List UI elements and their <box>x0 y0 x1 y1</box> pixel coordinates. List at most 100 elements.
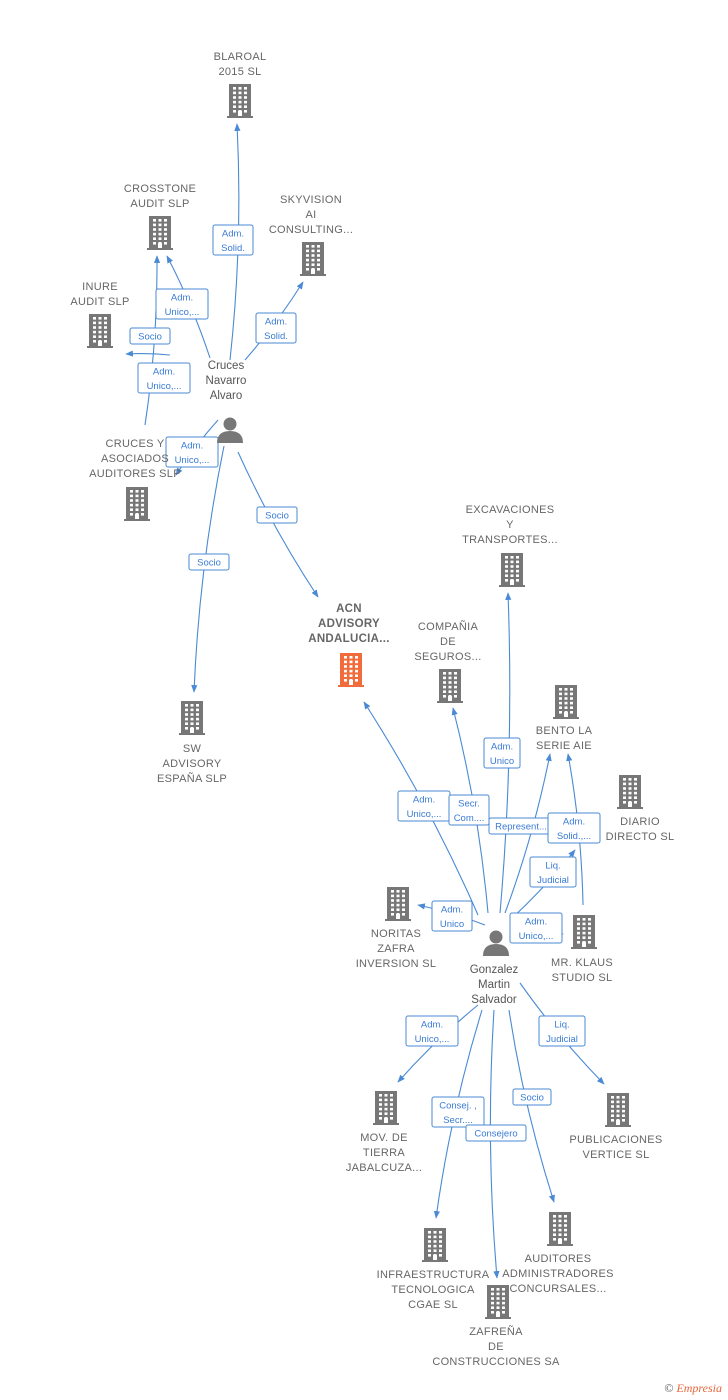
node-label-line: CGAE SL <box>408 1299 458 1311</box>
edge-label-text: Solid.,... <box>557 831 591 842</box>
node-label-line: INURE <box>82 281 118 293</box>
company-node-excavaciones[interactable]: EXCAVACIONESYTRANSPORTES... <box>462 504 558 587</box>
edge-label-text: Liq. <box>545 860 560 871</box>
building-icon <box>553 685 579 719</box>
edge-label-text: Unico,... <box>519 931 554 942</box>
edge-label-diario[interactable]: Adm. Solid.,... <box>547 812 601 844</box>
building-icon <box>87 314 113 348</box>
edge-label-mrklaus-liq[interactable]: Liq.Judicial <box>529 856 577 888</box>
edge-label-sw-socio[interactable]: Socio <box>188 553 230 571</box>
edge-label-zafrena[interactable]: Consejero <box>465 1124 527 1142</box>
node-label-line: Cruces <box>208 360 245 372</box>
edge-label-skyvision[interactable]: Adm. Solid. <box>255 312 297 344</box>
edge-label-text: Adm. <box>421 1019 443 1030</box>
footer-brand: © Empresia <box>664 1381 722 1396</box>
edge-label-text: Liq. <box>554 1019 569 1030</box>
edge-label-box <box>255 312 297 344</box>
edge-label-mrklaus-adm[interactable]: Adm.Unico,... <box>509 912 563 944</box>
node-label-line: ACN <box>336 603 362 615</box>
edge-label-text: Unico <box>440 919 464 930</box>
edge-label-acn-g[interactable]: Adm.Unico,... <box>397 790 451 822</box>
edge-label-blaroal[interactable]: Adm. Solid. <box>212 224 254 256</box>
node-label-line: Y <box>506 519 514 531</box>
edge-label-compania[interactable]: Secr.Com.... <box>448 794 490 826</box>
edge-label-acn-socio[interactable]: Socio <box>256 506 298 524</box>
edge-label-text: Adm. <box>153 366 175 377</box>
edge-label-crosstone-a[interactable]: Adm.Unico,... <box>155 288 209 320</box>
edge-label-text: Socio <box>197 558 221 569</box>
edge-label-box <box>547 812 601 844</box>
company-node-mov-tierra[interactable]: MOV. DETIERRAJABALCUZA... <box>346 1091 422 1174</box>
edge-label-text: Adm. <box>563 816 585 827</box>
building-icon <box>385 887 411 921</box>
node-label-line: STUDIO SL <box>552 972 613 984</box>
building-icon <box>300 242 326 276</box>
edge-label-text: Socio <box>265 511 289 522</box>
edge-label-text: Adm. <box>265 316 287 327</box>
node-label-line: INFRAESTRUCTURA <box>377 1269 490 1281</box>
edge-label-excavaciones[interactable]: Adm.Unico <box>483 737 521 769</box>
node-label-line: TECNOLOGICA <box>391 1284 475 1296</box>
node-label-line: AUDIT SLP <box>70 296 129 308</box>
edge-inure-socio <box>125 350 171 357</box>
building-icon <box>437 669 463 703</box>
edge-label-publicaciones[interactable]: Liq. Judicial <box>538 1015 586 1047</box>
node-label-line: ZAFREÑA <box>469 1325 523 1338</box>
node-label-line: MOV. DE <box>360 1132 408 1144</box>
edge-label-mov-tierra[interactable]: Adm. Unico,... <box>405 1015 459 1047</box>
edge-label-noritas[interactable]: Adm. Unico <box>431 900 473 932</box>
edge-label-text: Unico,... <box>175 455 210 466</box>
edge-label-text: Adm. <box>413 794 435 805</box>
edge-label-text: Judicial <box>546 1034 578 1045</box>
node-label-line: AUDITORES SLP <box>89 468 181 480</box>
edge-label-crosstone-b[interactable]: Adm. Unico,... <box>137 362 191 394</box>
company-node-acn[interactable]: ACNADVISORYANDALUCIA... <box>308 603 390 687</box>
node-label-line: 2015 SL <box>218 66 261 78</box>
edge-label-bento[interactable]: Represent... <box>488 817 554 835</box>
brand-logo-text: Empresia <box>676 1381 722 1395</box>
edge-label-box <box>509 912 563 944</box>
edge-label-box <box>256 506 298 524</box>
edge-label-text: Unico,... <box>147 381 182 392</box>
edge-label-cruces-asoc[interactable]: Adm.Unico,... <box>165 436 219 468</box>
node-label-line: CRUCES Y <box>105 438 164 450</box>
company-node-skyvision[interactable]: SKYVISIONAICONSULTING... <box>269 194 353 276</box>
edge-label-text: Unico,... <box>415 1034 450 1045</box>
company-node-auditores-adm[interactable]: AUDITORESADMINISTRADORESCONCURSALES... <box>502 1212 613 1295</box>
edge-label-box <box>188 553 230 571</box>
edge-label-auditores-adm[interactable]: Socio <box>512 1088 552 1106</box>
edge-label-text: Adm. <box>441 904 463 915</box>
edge-label-box <box>431 1096 485 1128</box>
node-label-line: BLAROAL <box>214 51 267 63</box>
company-node-compania[interactable]: COMPAÑIADESEGUROS... <box>414 620 481 703</box>
node-label-line: DIARIO <box>620 816 660 828</box>
edge-label-text: Adm. <box>222 228 244 239</box>
edge-label-text: Secr. <box>458 798 480 809</box>
edge-label-text: Secr.... <box>443 1115 473 1126</box>
edge-label-infraestructura[interactable]: Consej. ,Secr.... <box>431 1096 485 1128</box>
edge-label-text: Solid. <box>221 243 245 254</box>
node-label-line: AI <box>306 209 317 221</box>
edge-label-text: Adm. <box>171 292 193 303</box>
building-icon <box>147 216 173 250</box>
company-node-blaroal[interactable]: BLAROAL 2015 SL <box>214 51 267 118</box>
person-icon <box>217 417 243 443</box>
edge-label-text: Solid. <box>264 331 288 342</box>
company-node-inure[interactable]: INURE AUDIT SLP <box>70 281 129 348</box>
building-icon <box>124 487 150 521</box>
node-label-line: VERTICE SL <box>583 1149 650 1161</box>
edge-label-inure-socio[interactable]: Socio <box>129 327 171 345</box>
company-node-infraestructura[interactable]: INFRAESTRUCTURA TECNOLOGICA CGAE SL <box>377 1228 490 1311</box>
